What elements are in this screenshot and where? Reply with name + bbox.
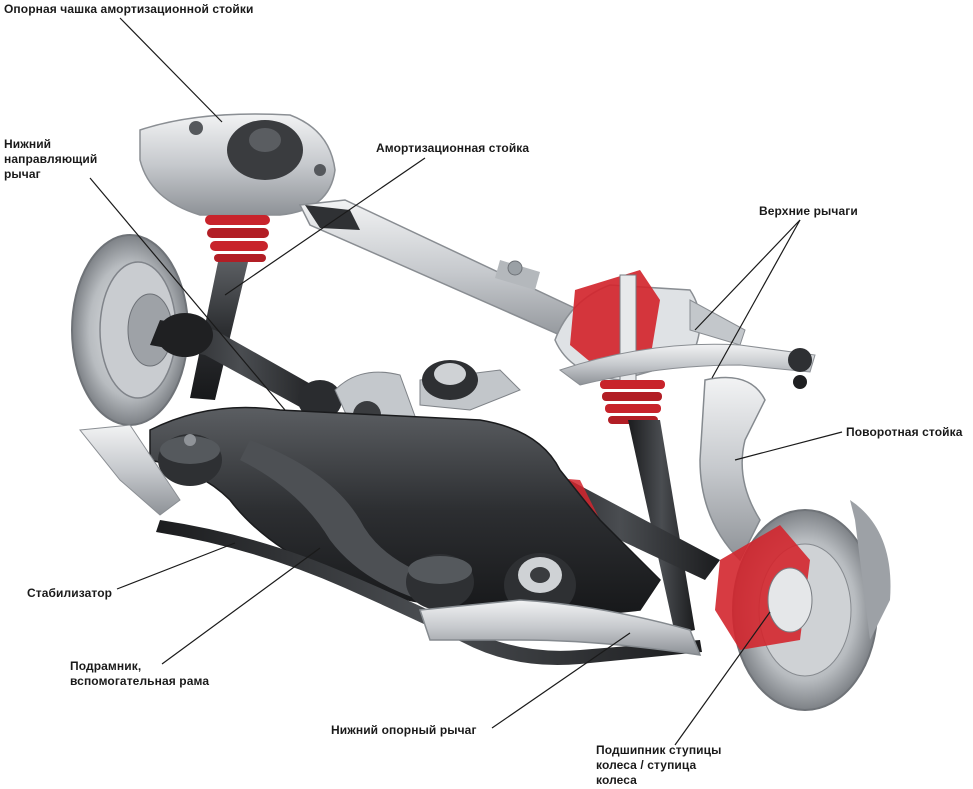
label-upper-arms: Верхние рычаги xyxy=(759,204,858,218)
leader-lines xyxy=(89,17,843,746)
leader-strut-top-mount xyxy=(119,17,223,123)
label-hub-bearing: Подшипник ступицы колеса / ступица колес… xyxy=(596,743,722,787)
leader-shock-strut xyxy=(224,157,426,296)
leader-subframe xyxy=(161,547,321,665)
steering-rack xyxy=(298,199,601,346)
left-strut-top-mount xyxy=(139,113,336,216)
subframe-bushing-front-right xyxy=(406,554,474,610)
label-strut-top-mount: Опорная чашка амортизационной стойки xyxy=(4,2,254,16)
leader-lower-support-arm xyxy=(491,632,631,729)
leader-upper-arms-1 xyxy=(694,219,801,331)
right-steering-knuckle xyxy=(699,376,766,562)
leader-lower-guide-arm xyxy=(89,177,286,411)
label-lower-support-arm: Нижний опорный рычаг xyxy=(331,723,477,737)
right-strut-cutaway xyxy=(554,270,701,634)
subframe-bushing-front-left xyxy=(158,434,222,486)
subframe-bushing-rear-left xyxy=(422,360,478,400)
leader-stabilizer xyxy=(116,542,236,590)
stabilizer-bar xyxy=(156,520,702,666)
right-upper-arms xyxy=(558,299,816,389)
leader-hub-bearing xyxy=(674,611,771,746)
wheel-hub-bearing-cutaway xyxy=(715,525,813,650)
label-subframe: Подрамник, вспомогательная рама xyxy=(70,659,210,688)
lower-support-arm xyxy=(418,599,702,656)
label-stabilizer: Стабилизатор xyxy=(27,586,113,600)
left-coil-spring xyxy=(205,215,270,262)
label-steering-knuckle: Поворотная стойка xyxy=(846,425,963,439)
label-lower-guide-arm: Нижний направляющий рычаг xyxy=(4,137,98,181)
left-lower-arm-bracket xyxy=(79,424,181,516)
leader-upper-arms-2 xyxy=(711,219,801,379)
label-shock-strut: Амортизационная стойка xyxy=(376,141,530,155)
leader-steering-knuckle xyxy=(734,431,843,461)
left-drive-shaft xyxy=(150,313,342,420)
